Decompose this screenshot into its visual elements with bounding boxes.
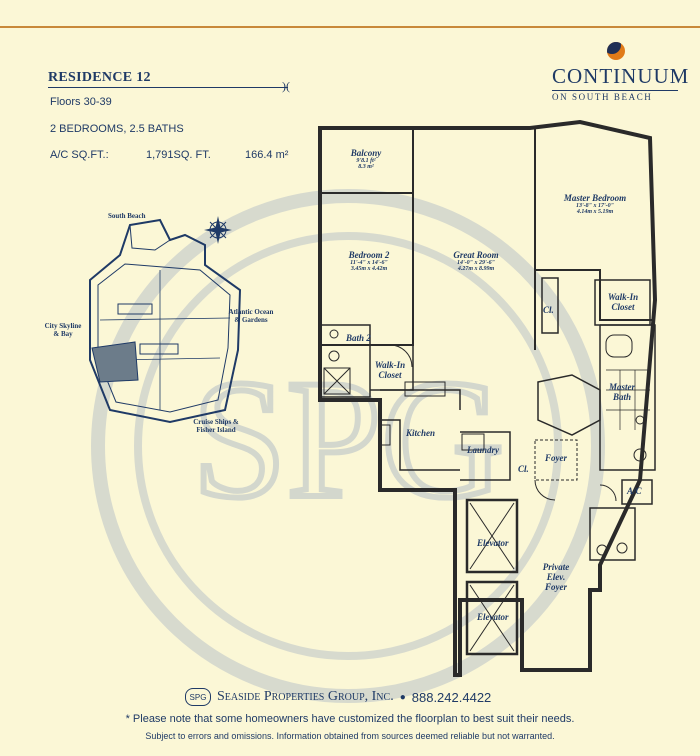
balcony-name: Balcony	[350, 148, 382, 158]
compass-icon	[204, 216, 232, 244]
site-map: South Beach Atlantic Ocean & Gardens Cit…	[45, 200, 310, 440]
master-bedroom-name: Master Bedroom	[563, 193, 627, 203]
company-name: Seaside Properties Group, Inc.	[217, 689, 394, 704]
master-bedroom-dims: 13'-8" x 17'-0"	[576, 203, 614, 209]
site-map-drawing	[89, 216, 242, 424]
map-label-atlantic: Atlantic Ocean & Gardens	[228, 308, 274, 324]
footer-brand: SPG Seaside Properties Group, Inc. ● 888…	[185, 688, 491, 706]
room-label-master-walk-in: Walk-In Closet	[607, 292, 639, 312]
room-label-elevator-2: Elevator	[477, 612, 509, 622]
balcony-metric: 8.3 m²	[358, 164, 374, 170]
logo-subtitle: ON SOUTH BEACH	[552, 90, 678, 102]
room-label-closet-1: Cl.	[543, 305, 554, 315]
room-label-closet-2: Cl.	[518, 464, 529, 474]
great-room-metric: 4.27m x 8.99m	[457, 266, 495, 272]
bedroom-2-dims: 11'-4" x 14'-6"	[350, 260, 388, 266]
title-rule-end: )(	[282, 79, 290, 93]
bedrooms-text: 2 BEDROOMS, 2.5 BATHS	[50, 123, 184, 135]
logo-name: CONTINUUM	[552, 64, 690, 88]
floor-plan-drawing	[318, 119, 658, 677]
sqft-value: 1,791SQ. FT.	[146, 149, 211, 161]
residence-title: RESIDENCE 12	[48, 70, 151, 85]
phone-number: 888.242.4422	[411, 689, 492, 705]
room-label-laundry: Laundry	[467, 445, 500, 455]
room-label-private-elev-foyer: Private Elev. Foyer	[542, 562, 570, 592]
map-label-south-beach: South Beach	[108, 212, 146, 220]
great-room-dims: 14'-0" x 29'-6"	[457, 260, 495, 266]
room-label-balcony: Balcony 9'8.1 ft² 8.3 m²	[350, 148, 382, 170]
map-label-cruise-ships: Cruise Ships & Fisher Island	[193, 418, 239, 434]
room-label-ac: A/C	[627, 486, 642, 496]
sqm-value: 166.4 m²	[245, 149, 289, 161]
balcony-dims: 9'8.1 ft²	[356, 158, 376, 164]
floor-plan: Balcony 9'8.1 ft² 8.3 m² Master Bedroom …	[310, 119, 670, 680]
ac-label: A/C SQ.FT.:	[50, 149, 109, 161]
room-label-master-bedroom: Master Bedroom 13'-8" x 17'-0" 4.14m x 5…	[550, 193, 640, 215]
room-label-bedroom-2: Bedroom 2 11'-4" x 14'-6" 3.45m x 4.42m	[338, 250, 400, 272]
continuum-logo-icon	[607, 42, 625, 60]
bedroom-2-name: Bedroom 2	[348, 250, 390, 260]
room-label-bed2-walk-in: Walk-In Closet	[374, 360, 406, 380]
top-rule	[0, 0, 700, 28]
room-label-kitchen: Kitchen	[406, 428, 436, 438]
room-label-foyer: Foyer	[545, 453, 567, 463]
bullet-separator: ●	[399, 691, 406, 703]
bedroom-2-metric: 3.45m x 4.42m	[350, 266, 388, 272]
room-label-bath-2: Bath 2	[346, 333, 371, 343]
title-rule	[48, 87, 288, 88]
map-label-city-skyline: City Skyline & Bay	[44, 322, 82, 338]
room-label-great-room: Great Room 14'-0" x 29'-6" 4.27m x 8.99m	[440, 250, 512, 272]
floors-text: Floors 30-39	[50, 96, 112, 108]
customization-note: * Please note that some homeowners have …	[125, 713, 575, 725]
room-label-elevator-1: Elevator	[477, 538, 509, 548]
great-room-name: Great Room	[453, 250, 499, 260]
master-bedroom-metric: 4.14m x 5.19m	[576, 209, 614, 215]
spg-logo-icon: SPG	[185, 688, 211, 706]
room-label-master-bath: Master Bath	[608, 382, 635, 402]
disclaimer: Subject to errors and omissions. Informa…	[145, 731, 555, 741]
